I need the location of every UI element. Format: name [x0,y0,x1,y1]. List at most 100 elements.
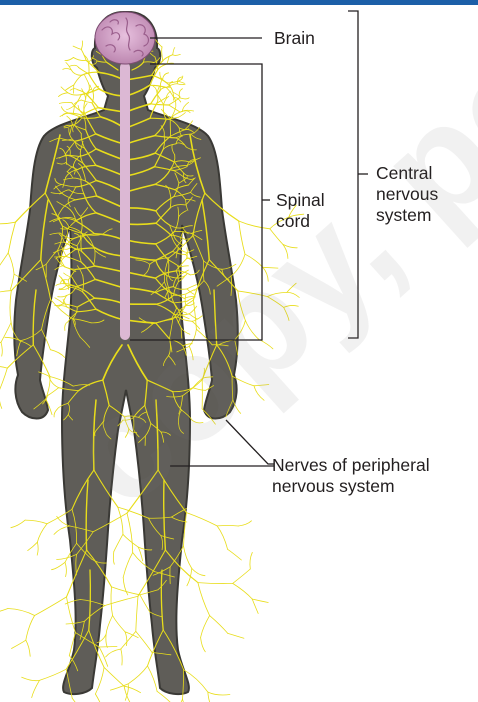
nerve-branch [153,86,157,92]
nerve-branch [238,291,268,297]
nerve-branch [233,569,251,583]
nerve-branch [284,305,299,307]
nerve-branch [245,321,258,340]
nerve-branch [163,55,173,61]
nerve-branch [0,609,8,615]
nerve-branch [136,631,152,652]
nerve-branch [89,62,90,74]
nerve-branch [65,58,74,61]
brain-label: Brain [274,28,315,49]
nerve-branch [173,48,175,55]
nerve-branch [238,521,251,526]
nerve-branch [65,322,68,331]
nerve-branch [193,378,203,388]
nerve-branch [187,513,218,526]
nerve-branch [127,513,133,553]
nerve-branch [185,295,186,305]
nerve-branch [201,616,210,638]
nerve-branch [59,285,66,289]
nerve-branch [70,65,79,67]
nerve-branch [63,69,71,70]
nerve-branch [10,274,14,289]
nerve-branch [113,616,126,632]
nerve-branch [114,534,123,551]
nerve-branch [263,267,278,268]
nerve-branch [252,599,258,614]
nerve-branch [239,221,270,229]
nerve-branch [25,520,47,524]
nerve-branch [90,85,93,92]
nerve-branch [99,647,108,666]
cns-bracket [348,11,358,338]
nerve-branch [106,616,113,635]
nerve-branch [138,547,142,561]
nerve-branch [284,307,289,320]
nerve-branch [8,609,35,616]
nerve-branch [37,542,38,555]
nerve-branch [118,507,123,534]
pns-label-line-1: Nerves of peripheral [272,455,430,476]
nerve-branch [85,75,89,83]
nerve-branch [61,107,68,113]
nerve-branch [81,41,82,50]
nerve-branch [192,569,205,576]
pns-leader-line [226,420,274,464]
nerve-branch [233,583,253,599]
nerve-branch [28,542,38,550]
nerve-branch [170,107,176,119]
nerve-branch [26,616,35,641]
nerve-branch [1,323,11,343]
nerve-branch [113,552,114,565]
nerve-branch [62,113,70,115]
nerve-branch [79,68,89,75]
nerve-branch [128,666,147,684]
nerve-branch [32,680,40,697]
cns-label-line-1: Central [376,163,438,184]
nerve-branch [267,297,283,308]
spinal-cord-label: Spinal cord [276,190,325,232]
nerve-branch [238,291,246,321]
nerve-branch [150,85,167,87]
nerve-branch [1,342,2,356]
nerve-branch [178,81,185,83]
nerve-branch [163,73,169,79]
nerve-branch [189,314,197,319]
nerve-branch [184,546,192,568]
nerve-branch [0,368,7,392]
nerve-branch [217,526,228,549]
nerve-branch [179,89,182,98]
nerve-branch [254,385,269,386]
nerve-branch [37,524,47,543]
nerve-branch [73,46,81,49]
nerve-branch [231,254,245,276]
nerve-branch [81,100,92,103]
spinal-cord-label-line-2: cord [276,211,325,232]
cns-label: Central nervous system [376,163,438,226]
nerve-branch [250,552,252,569]
nerve-branch [187,285,197,289]
nerve-branch [0,366,7,368]
nerve-branch [148,666,158,691]
nerve-branch [254,386,264,401]
nerve-branch [193,300,196,329]
nerve-branch [11,520,25,528]
nerve-branch [198,583,210,616]
nerve-branch [95,667,104,694]
nerve-branch [110,684,128,690]
nerve-branch [287,283,296,292]
nerve-branch [162,47,163,61]
nerve-branch [106,634,108,647]
nerve-branch [52,562,66,569]
nerve-branch [252,599,268,603]
nerve-branch [104,667,124,686]
nerve-branch [105,596,138,605]
nerve-branch [121,649,122,665]
nerve-branch [50,350,64,358]
nerve-branch [178,113,185,118]
nerve-branch [193,388,206,391]
nerve-branch [0,253,8,271]
nerve-branch [180,98,190,99]
cns-label-line-2: nervous [376,184,438,205]
